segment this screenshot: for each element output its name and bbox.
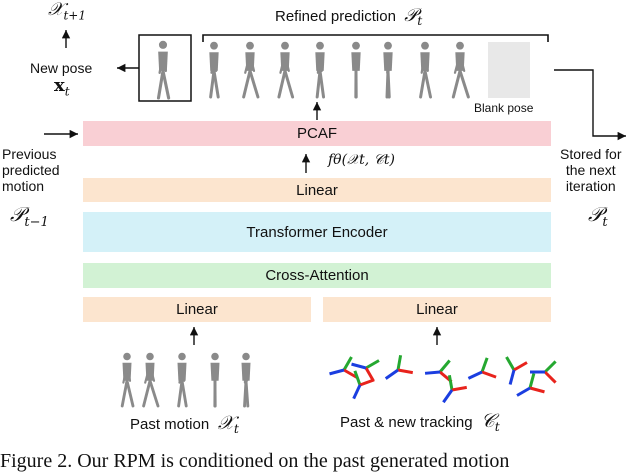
tracking-axis-icon xyxy=(517,374,544,396)
blank-pose-label: Blank pose xyxy=(474,100,533,116)
walking-figure xyxy=(144,353,158,406)
walking-figure xyxy=(242,353,251,406)
tracking-axis-icon xyxy=(330,357,357,377)
walking-figure xyxy=(279,42,293,97)
walking-figure xyxy=(315,42,324,97)
blank-pose-rect xyxy=(488,42,530,98)
walking-figure xyxy=(209,42,218,97)
new-pose-symbol: xt xyxy=(54,78,70,100)
tracking-axis-icon xyxy=(507,357,527,384)
walking-figure xyxy=(383,42,392,97)
previous-motion-symbol: 𝒫t−1 xyxy=(10,206,49,231)
figure-caption: Figure 2. Our RPM is conditioned on the … xyxy=(0,450,640,473)
cross-attention-block: Cross-Attention xyxy=(83,263,551,288)
linear-right-block: Linear xyxy=(323,297,551,322)
past-motion-figures xyxy=(122,353,250,406)
previous-motion-label: Previous predicted motion xyxy=(2,146,60,194)
tracking-axis-icon xyxy=(386,355,413,378)
linear-top-block: Linear xyxy=(83,178,551,202)
walking-figure xyxy=(158,41,168,98)
new-pose-label: New pose xyxy=(30,60,92,76)
refined-prediction-label: Refined prediction 𝒫t xyxy=(275,8,422,29)
tracking-axis-icon xyxy=(468,358,496,378)
stored-symbol: 𝒫t xyxy=(588,206,608,231)
walking-figure xyxy=(178,353,187,406)
tracking-axes xyxy=(330,355,556,402)
past-motion-label: Past motion 𝒳t xyxy=(130,415,239,437)
walking-figure xyxy=(244,42,258,97)
next-state-label: 𝒳t+1 xyxy=(48,2,86,24)
stored-label: Stored for the next iteration xyxy=(560,146,621,194)
stored-arrow xyxy=(554,70,626,136)
walking-figure xyxy=(453,42,468,97)
tracking-axis-icon xyxy=(425,361,451,382)
refined-motion-figures xyxy=(158,41,468,98)
walking-figure xyxy=(211,353,220,406)
walking-figure xyxy=(420,42,430,97)
linear-left-block: Linear xyxy=(83,297,311,322)
pcaf-block: PCAF xyxy=(83,121,551,146)
refined-prediction-bracket xyxy=(203,35,548,42)
walking-figure xyxy=(122,353,133,406)
past-tracking-label: Past & new tracking 𝒞t xyxy=(340,413,500,435)
f-theta-label: fθ(𝒳t, 𝒞t) xyxy=(328,152,395,168)
transformer-encoder-block: Transformer Encoder xyxy=(83,212,551,252)
walking-figure xyxy=(351,42,360,97)
